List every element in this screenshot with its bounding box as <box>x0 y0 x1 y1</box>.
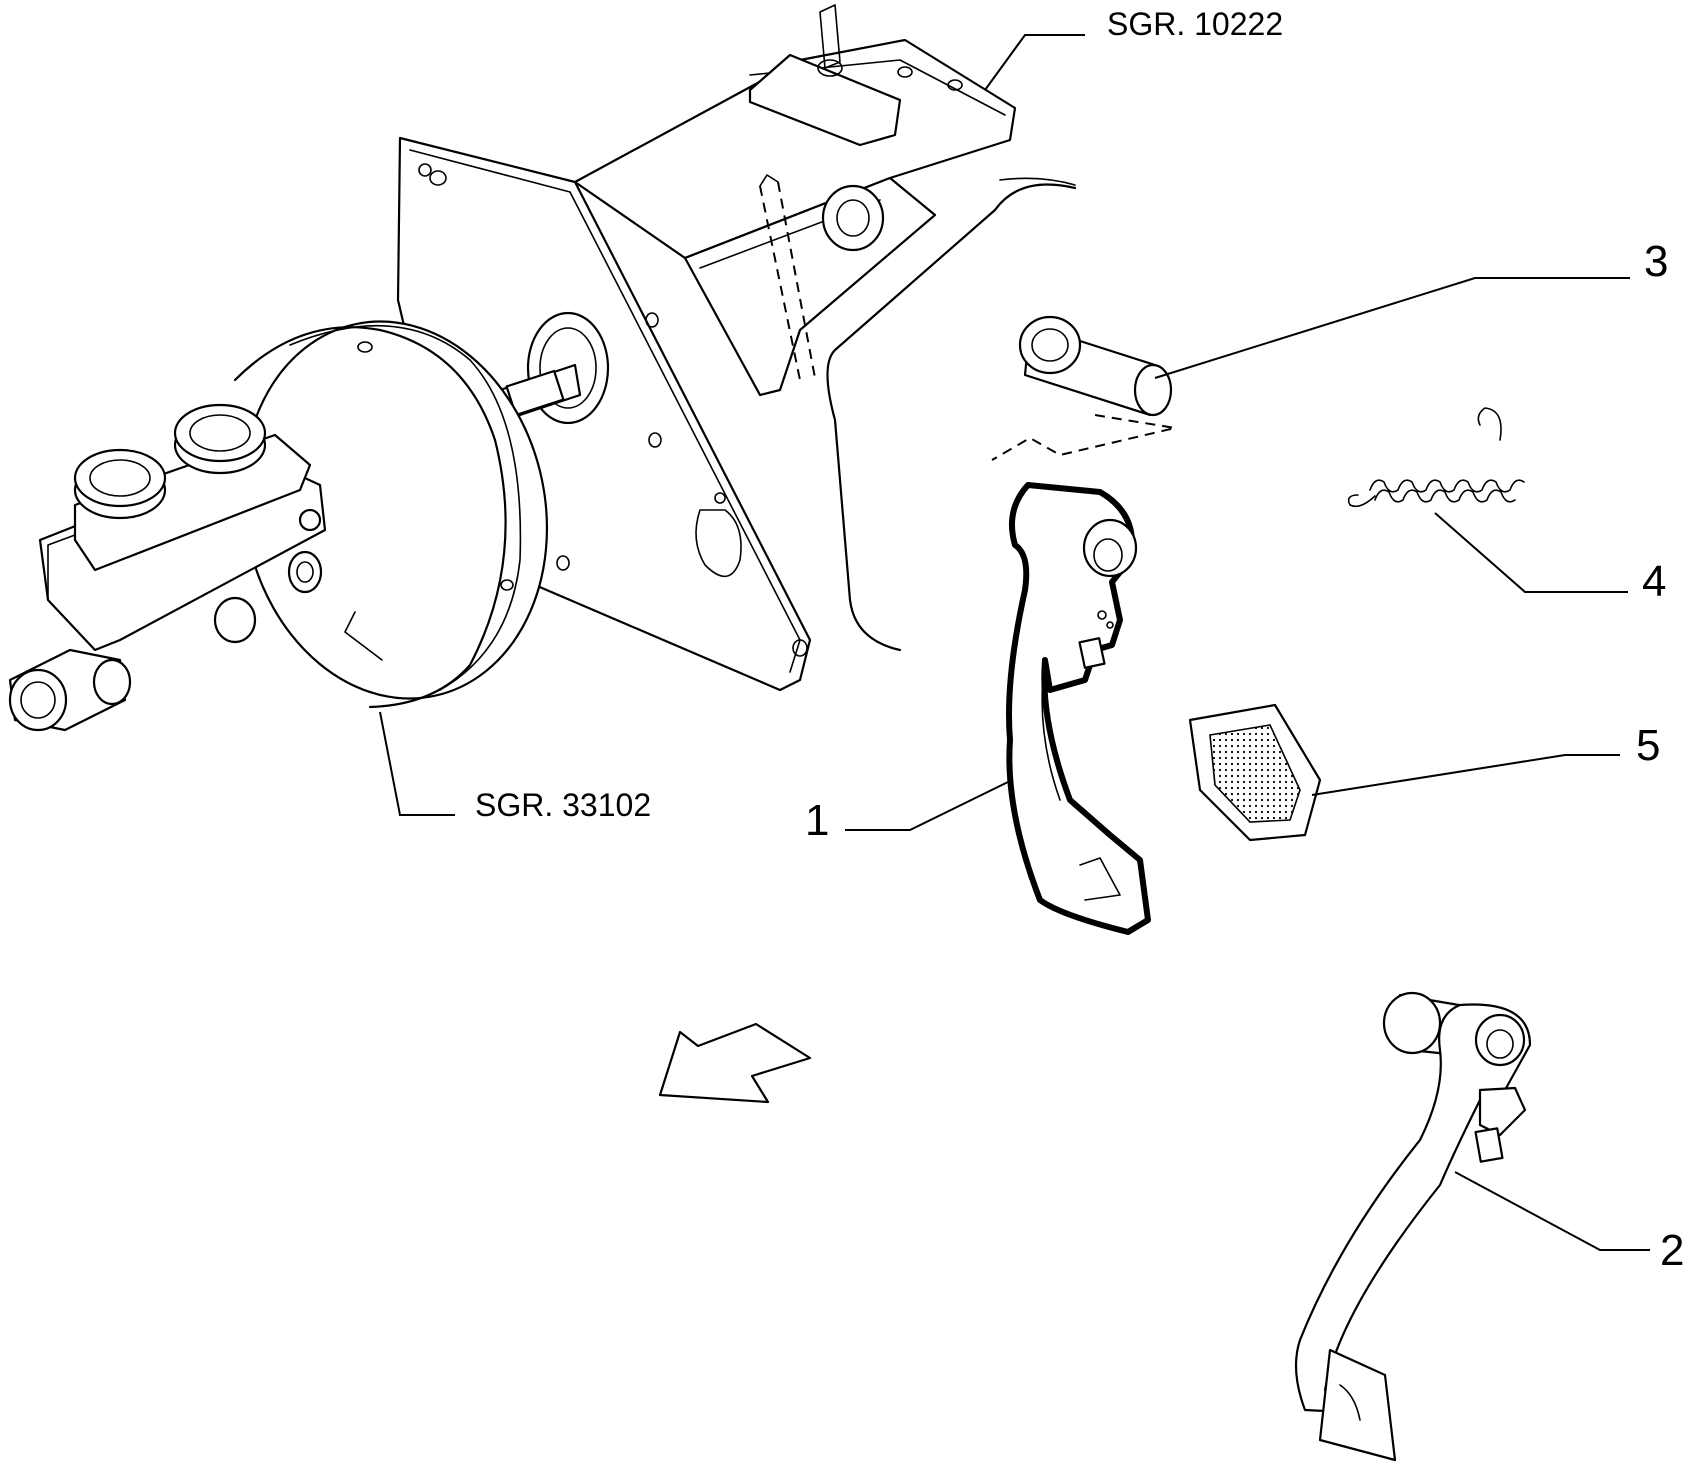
pedal-pad-part-5 <box>1188 703 1322 842</box>
callout-number-5: 5 <box>1636 721 1660 770</box>
leader-lines <box>379 34 1650 1251</box>
brake-pedal-part-1 <box>1006 482 1151 935</box>
pivot-bush-part-3 <box>1018 315 1173 417</box>
callout-number-2: 2 <box>1660 1226 1684 1275</box>
return-spring-part-4 <box>1347 407 1525 508</box>
reservoir-cap <box>73 448 167 520</box>
callout-number-4: 4 <box>1642 557 1666 606</box>
callout-number-3: 3 <box>1644 237 1668 286</box>
callout-number-1: 1 <box>805 796 829 845</box>
reference-label-pedal-bracket: SGR. 10222 <box>1107 6 1283 42</box>
pedal-part-2 <box>1294 991 1532 1462</box>
brake-servo-assembly <box>8 320 582 732</box>
reference-label-brake-servo: SGR. 33102 <box>475 787 651 823</box>
reservoir-cap <box>173 403 267 475</box>
front-direction-arrow-icon <box>658 1022 812 1104</box>
pedal-support-bracket <box>396 4 1077 692</box>
